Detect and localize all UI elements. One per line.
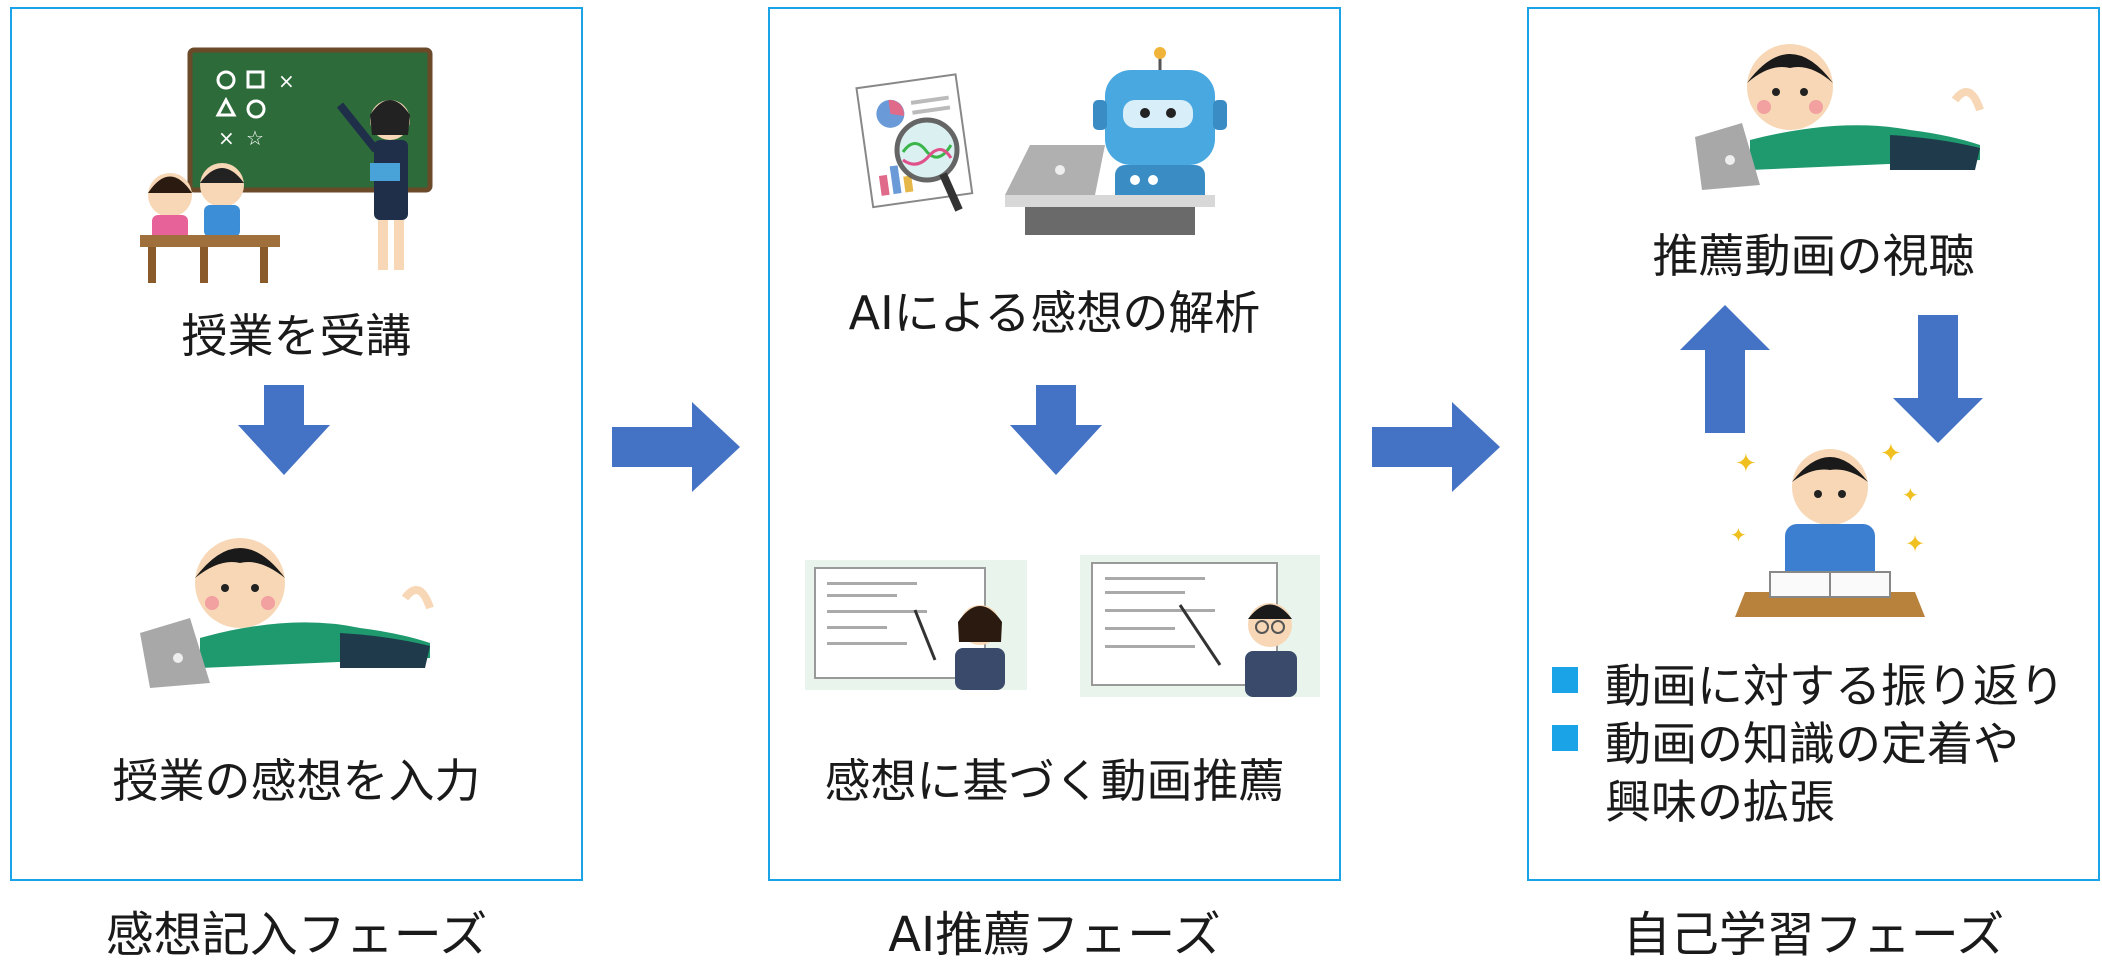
svg-text:✦: ✦ <box>1730 523 1747 547</box>
svg-text:✦: ✦ <box>1905 530 1925 558</box>
svg-text:×: × <box>218 126 235 150</box>
video-lesson-male-teacher <box>1080 555 1320 697</box>
bullet-marker-1 <box>1552 667 1578 693</box>
bullet-knowledge-continued: 興味の拡張 <box>1605 775 1835 829</box>
right-arrow-1 <box>612 402 740 492</box>
down-arrow-2 <box>1010 385 1102 475</box>
up-arrow <box>1680 305 1770 433</box>
bullet-knowledge: 動画の知識の定着や <box>1605 717 2019 771</box>
svg-text:✦: ✦ <box>1880 439 1902 469</box>
video-lesson-female-teacher <box>805 560 1027 690</box>
phase-label-ai: AI推薦フェーズ <box>888 907 1221 963</box>
report-analysis-illustration <box>855 73 974 212</box>
studying-student-illustration: ✦ ✦ ✦ ✦ ✦ <box>1730 439 1925 617</box>
phase-label-input: 感想記入フェーズ <box>105 907 488 963</box>
classroom-illustration: × × ☆ <box>140 47 433 283</box>
step-video-recommendation: 感想に基づく動画推薦 <box>824 754 1285 808</box>
step-attend-class: 授業を受講 <box>181 309 412 363</box>
student-laptop-illustration <box>140 538 434 688</box>
bullet-reflection: 動画に対する振り返り <box>1605 659 2065 713</box>
down-arrow-1 <box>238 385 330 475</box>
svg-text:✦: ✦ <box>1902 483 1919 507</box>
svg-text:☆: ☆ <box>246 126 264 150</box>
down-arrow-3 <box>1893 315 1983 443</box>
ai-robot-illustration <box>1005 47 1227 235</box>
student-watching-illustration <box>1695 44 1984 190</box>
svg-text:✦: ✦ <box>1735 449 1757 479</box>
svg-text:×: × <box>278 69 295 93</box>
step-enter-impression: 授業の感想を入力 <box>112 754 481 808</box>
step-ai-analysis: AIによる感想の解析 <box>848 286 1261 340</box>
bullet-marker-2 <box>1552 725 1578 751</box>
phase-label-self: 自己学習フェーズ <box>1622 907 2005 963</box>
step-watch-video: 推薦動画の視聴 <box>1652 229 1975 283</box>
right-arrow-2 <box>1372 402 1500 492</box>
